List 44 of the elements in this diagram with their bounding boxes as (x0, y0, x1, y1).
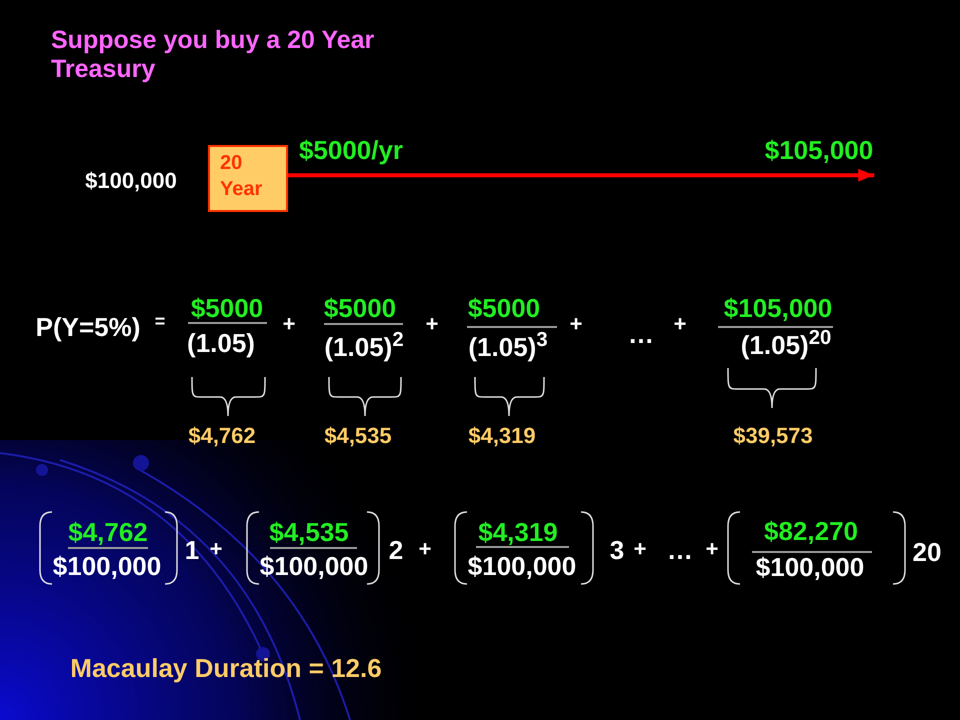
denominator-text: $100,000 (52, 552, 162, 580)
weight-number: 2 (388, 536, 404, 564)
plus-sign: + (674, 312, 686, 336)
maturity-label: 20 Year (220, 151, 264, 202)
ellipsis: … (667, 536, 693, 564)
present-value-label: $4,535 (324, 424, 392, 448)
present-value-label: $39,573 (733, 424, 813, 448)
plus-sign: + (418, 536, 432, 562)
plus-sign: + (634, 536, 646, 562)
numerator-text: $5000 (190, 294, 264, 322)
plus-sign: + (706, 536, 718, 562)
weight-number: 20 (912, 538, 942, 566)
denominator-text: (1.05)$^{20}$ (740, 330, 832, 360)
weight-number: 3 (610, 536, 624, 564)
numerator-text: $4,762 (68, 518, 148, 546)
equals-sign: = (154, 312, 166, 332)
cash-flow-label: $105,000 (764, 136, 874, 165)
weight-number: 1 (184, 536, 200, 564)
numerator-text: $82,270 (764, 516, 858, 546)
price-label: $100,000 (85, 168, 177, 194)
maturity-box (208, 145, 288, 212)
denominator-text: $100,000 (468, 552, 576, 580)
denominator-text: $100,000 (260, 552, 368, 580)
price-function-label: P(Y=5%) (36, 312, 140, 342)
denominator-text: (1.05)$^{2}$ (324, 332, 404, 362)
numerator-text: $4,535 (269, 518, 349, 546)
numerator-text: $5000 (468, 294, 540, 322)
slide-title: Suppose you buy a 20 Year Treasury (51, 26, 376, 84)
duration-result-text: Macaulay Duration = 12.6 (70, 654, 382, 682)
denominator-text: (1.05)$^{3}$ (468, 332, 548, 362)
cash-flow-label: $5000/yr (298, 136, 404, 164)
numerator-text: $5000 (324, 294, 396, 322)
plus-sign: + (426, 312, 438, 336)
present-value-label: $4,319 (468, 424, 536, 448)
denominator-text: (1.05) (187, 328, 255, 358)
numerator-text: $4,319 (478, 518, 558, 546)
plus-sign: + (570, 312, 582, 336)
ellipsis: … (628, 320, 654, 348)
present-value-label: $4,762 (188, 424, 256, 448)
denominator-text: $100,000 (756, 552, 864, 582)
plus-sign: + (210, 536, 222, 562)
plus-sign: + (282, 312, 296, 336)
timeline-arrow (288, 168, 874, 182)
numerator-text: $105,000 (724, 294, 832, 322)
